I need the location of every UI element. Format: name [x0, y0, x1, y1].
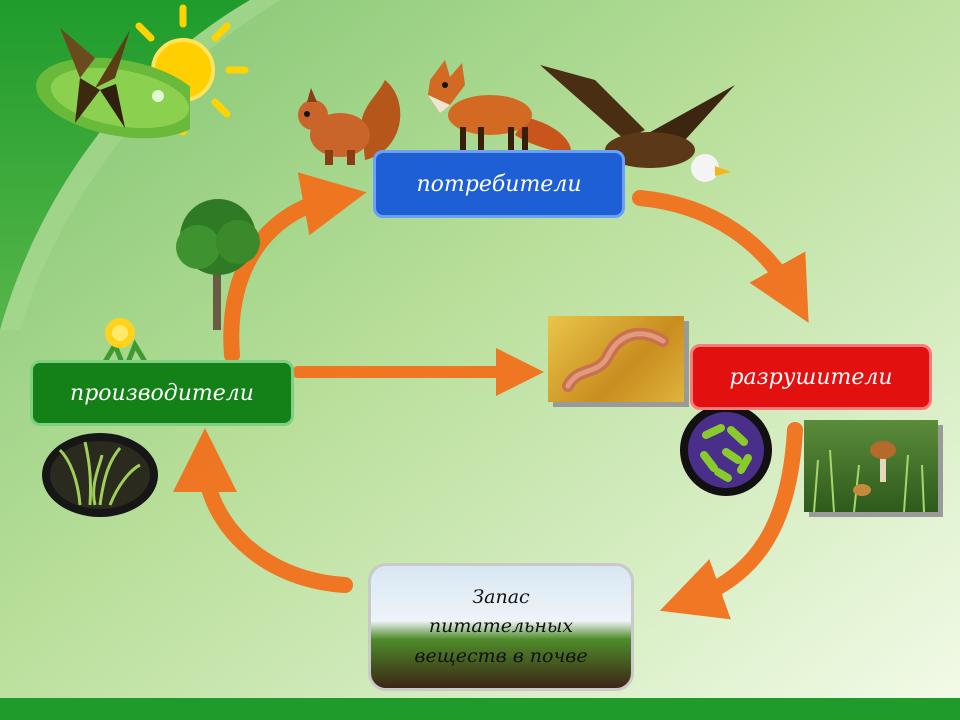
- grass-icon: [42, 433, 158, 517]
- soil-label-line-2: питательных: [428, 615, 574, 638]
- decomposers-label: разрушители: [729, 364, 893, 390]
- bottom-green-strip: [0, 698, 960, 720]
- bacteria-icon: [680, 404, 772, 496]
- earthworm-icon: [562, 327, 669, 392]
- soil-label-line-1: Запас: [472, 585, 530, 608]
- arrow-consumers-to-decomposers: [632, 190, 809, 323]
- squirrel-icon: [298, 80, 401, 165]
- fox-icon: [428, 60, 571, 159]
- mushroom-photo: [804, 420, 938, 513]
- eagle-icon: [540, 65, 735, 182]
- producers-label: производители: [70, 380, 254, 406]
- arrow-decomposers-to-soil: [659, 422, 803, 620]
- soil-nutrients-box: Запас питательных веществ в почве: [368, 563, 634, 691]
- consumers-box: потребители: [373, 150, 625, 218]
- consumers-label: потребители: [416, 171, 582, 197]
- earthworm-photo: [548, 316, 684, 402]
- mushroom-icon: [813, 441, 925, 513]
- soil-label-line-3: веществ в почве: [414, 644, 588, 667]
- arrow-soil-to-producers: [173, 428, 353, 593]
- butterfly-icon: [36, 28, 190, 139]
- producers-box: производители: [30, 360, 294, 426]
- tree-icon: [176, 199, 260, 330]
- decomposers-box: разрушители: [690, 344, 932, 410]
